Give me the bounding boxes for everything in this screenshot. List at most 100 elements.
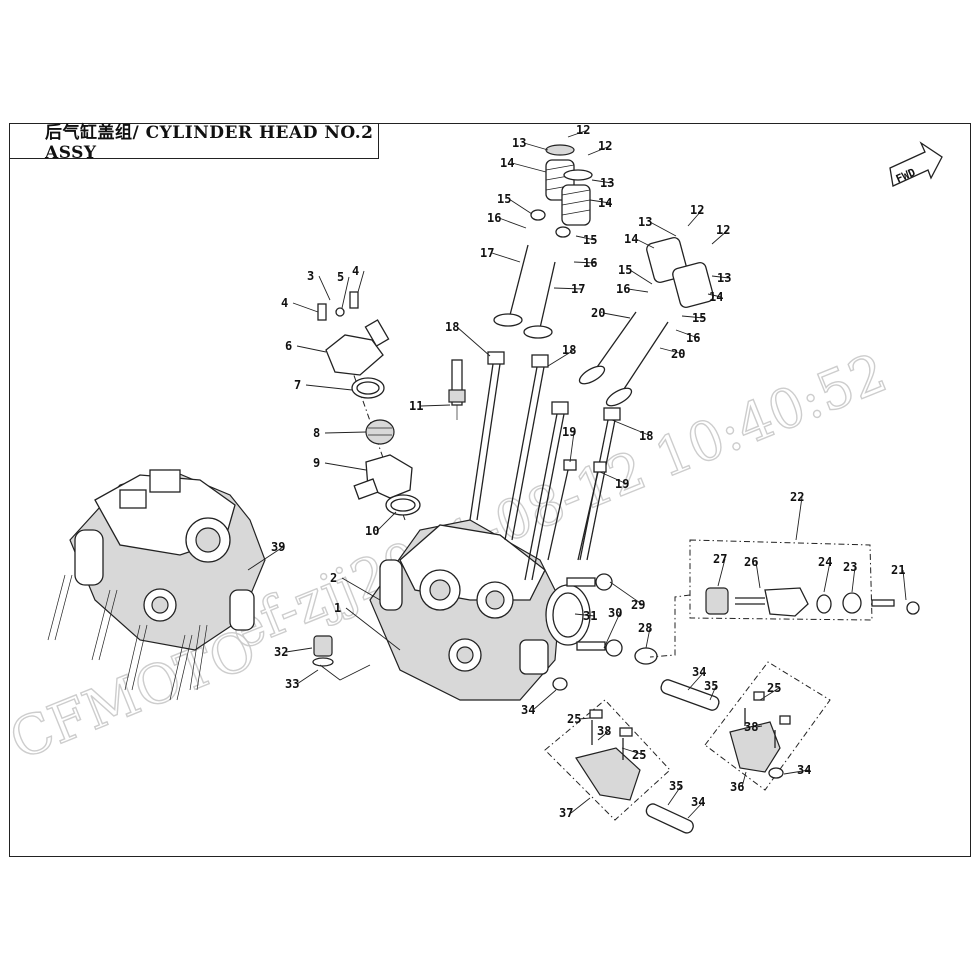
callout-label-2: 2	[330, 571, 337, 585]
callout-label-6: 6	[285, 339, 292, 353]
callout-leader-11	[420, 404, 451, 407]
callout-label-25: 25	[767, 681, 781, 695]
callout-leader-13	[649, 221, 677, 237]
callout-label-4: 4	[281, 296, 288, 310]
callout-label-37: 37	[559, 806, 573, 820]
callout-leader-4	[292, 302, 319, 313]
callout-leader-14	[707, 293, 722, 298]
callout-label-18: 18	[562, 343, 576, 357]
callout-label-25: 25	[632, 748, 646, 762]
callout-label-15: 15	[618, 263, 632, 277]
callout-leader-15	[575, 235, 596, 241]
diagram-frame	[9, 123, 971, 857]
callout-leader-20	[602, 312, 631, 319]
intake-port-parts	[545, 573, 658, 665]
callout-label-25: 25	[567, 712, 581, 726]
callout-label-30: 30	[608, 606, 622, 620]
fwd-arrow-icon: FWD	[889, 141, 943, 187]
callout-label-13: 13	[600, 176, 614, 190]
callout-label-8: 8	[313, 426, 320, 440]
callout-leader-19	[569, 431, 575, 463]
watermark-brand: CFMOTO	[1, 617, 264, 772]
callout-label-35: 35	[704, 679, 718, 693]
thermostat-stack	[317, 291, 421, 521]
callout-leader-38	[755, 725, 763, 728]
callout-leader-9	[324, 462, 367, 471]
callout-leader-18	[456, 326, 491, 357]
callout-leader-14	[635, 238, 655, 249]
callout-leader-5	[341, 276, 350, 309]
callout-leader-15	[508, 198, 533, 215]
callout-leader-16	[627, 288, 649, 293]
callout-leader-10	[376, 511, 397, 532]
callout-leader-38	[597, 730, 610, 741]
callout-label-28: 28	[638, 621, 652, 635]
callout-label-3: 3	[307, 269, 314, 283]
cylinder-head-assembly-39	[47, 469, 266, 701]
callout-label-17: 17	[480, 246, 494, 260]
callout-leader-19	[599, 471, 628, 485]
callout-leader-6	[296, 345, 327, 353]
drain-plug-32	[312, 635, 371, 681]
callout-leader-35	[709, 685, 717, 701]
callout-label-34: 34	[797, 763, 811, 777]
callout-label-12: 12	[716, 223, 730, 237]
callout-leader-28	[645, 627, 651, 649]
callout-leader-35	[667, 785, 682, 806]
callout-label-12: 12	[576, 123, 590, 137]
callout-label-16: 16	[583, 256, 597, 270]
valve-train	[493, 144, 714, 407]
callout-leader-3	[318, 275, 331, 301]
callout-label-10: 10	[365, 524, 379, 538]
callout-leader-34	[783, 769, 810, 775]
callout-label-15: 15	[583, 233, 597, 247]
callout-leader-12	[567, 129, 589, 138]
callout-leader-15	[681, 315, 705, 319]
callout-leader-24	[823, 561, 831, 593]
callout-leader-15	[629, 269, 653, 285]
callout-leader-8	[324, 431, 367, 434]
callout-leader-13	[711, 275, 730, 279]
callout-label-12: 12	[690, 203, 704, 217]
callout-label-20: 20	[671, 347, 685, 361]
callout-leader-37	[570, 797, 591, 814]
spark-plug-11	[448, 359, 466, 420]
callout-label-7: 7	[294, 378, 301, 392]
callout-label-36: 36	[730, 780, 744, 794]
callout-label-19: 19	[562, 425, 576, 439]
callout-label-16: 16	[616, 282, 630, 296]
callout-label-34: 34	[692, 665, 706, 679]
callout-leader-14	[589, 199, 611, 204]
callout-leader-36	[741, 771, 747, 788]
title-box: 后气缸盖组/ CYLINDER HEAD NO.2 ASSY	[9, 123, 379, 163]
callout-leader-12	[711, 229, 729, 245]
callout-label-15: 15	[497, 192, 511, 206]
callout-leader-26	[755, 561, 761, 589]
callout-leader-18	[611, 419, 652, 437]
callout-leader-13	[591, 179, 613, 184]
callout-leader-22	[795, 496, 803, 541]
rocker-group-37	[544, 677, 694, 834]
callout-label-27: 27	[713, 552, 727, 566]
cylinder-head-body	[369, 519, 561, 701]
callout-label-34: 34	[521, 703, 535, 717]
callout-leader-2	[341, 577, 381, 601]
callout-label-26: 26	[744, 555, 758, 569]
callout-label-35: 35	[669, 779, 683, 793]
callout-leader-27	[717, 558, 726, 587]
callout-leader-33	[296, 669, 319, 685]
callout-label-16: 16	[487, 211, 501, 225]
callout-label-13: 13	[512, 136, 526, 150]
callout-label-4: 4	[352, 264, 359, 278]
callout-label-18: 18	[445, 320, 459, 334]
callout-label-14: 14	[500, 156, 514, 170]
callout-leader-25	[578, 717, 591, 720]
callout-leader-23	[851, 566, 856, 593]
head-bolts	[469, 351, 621, 581]
callout-label-19: 19	[615, 477, 629, 491]
callout-leader-13	[523, 142, 549, 151]
callout-label-22: 22	[790, 490, 804, 504]
callout-leader-14	[511, 162, 547, 173]
callout-leader-17	[491, 252, 521, 263]
callout-leader-17	[553, 287, 584, 290]
